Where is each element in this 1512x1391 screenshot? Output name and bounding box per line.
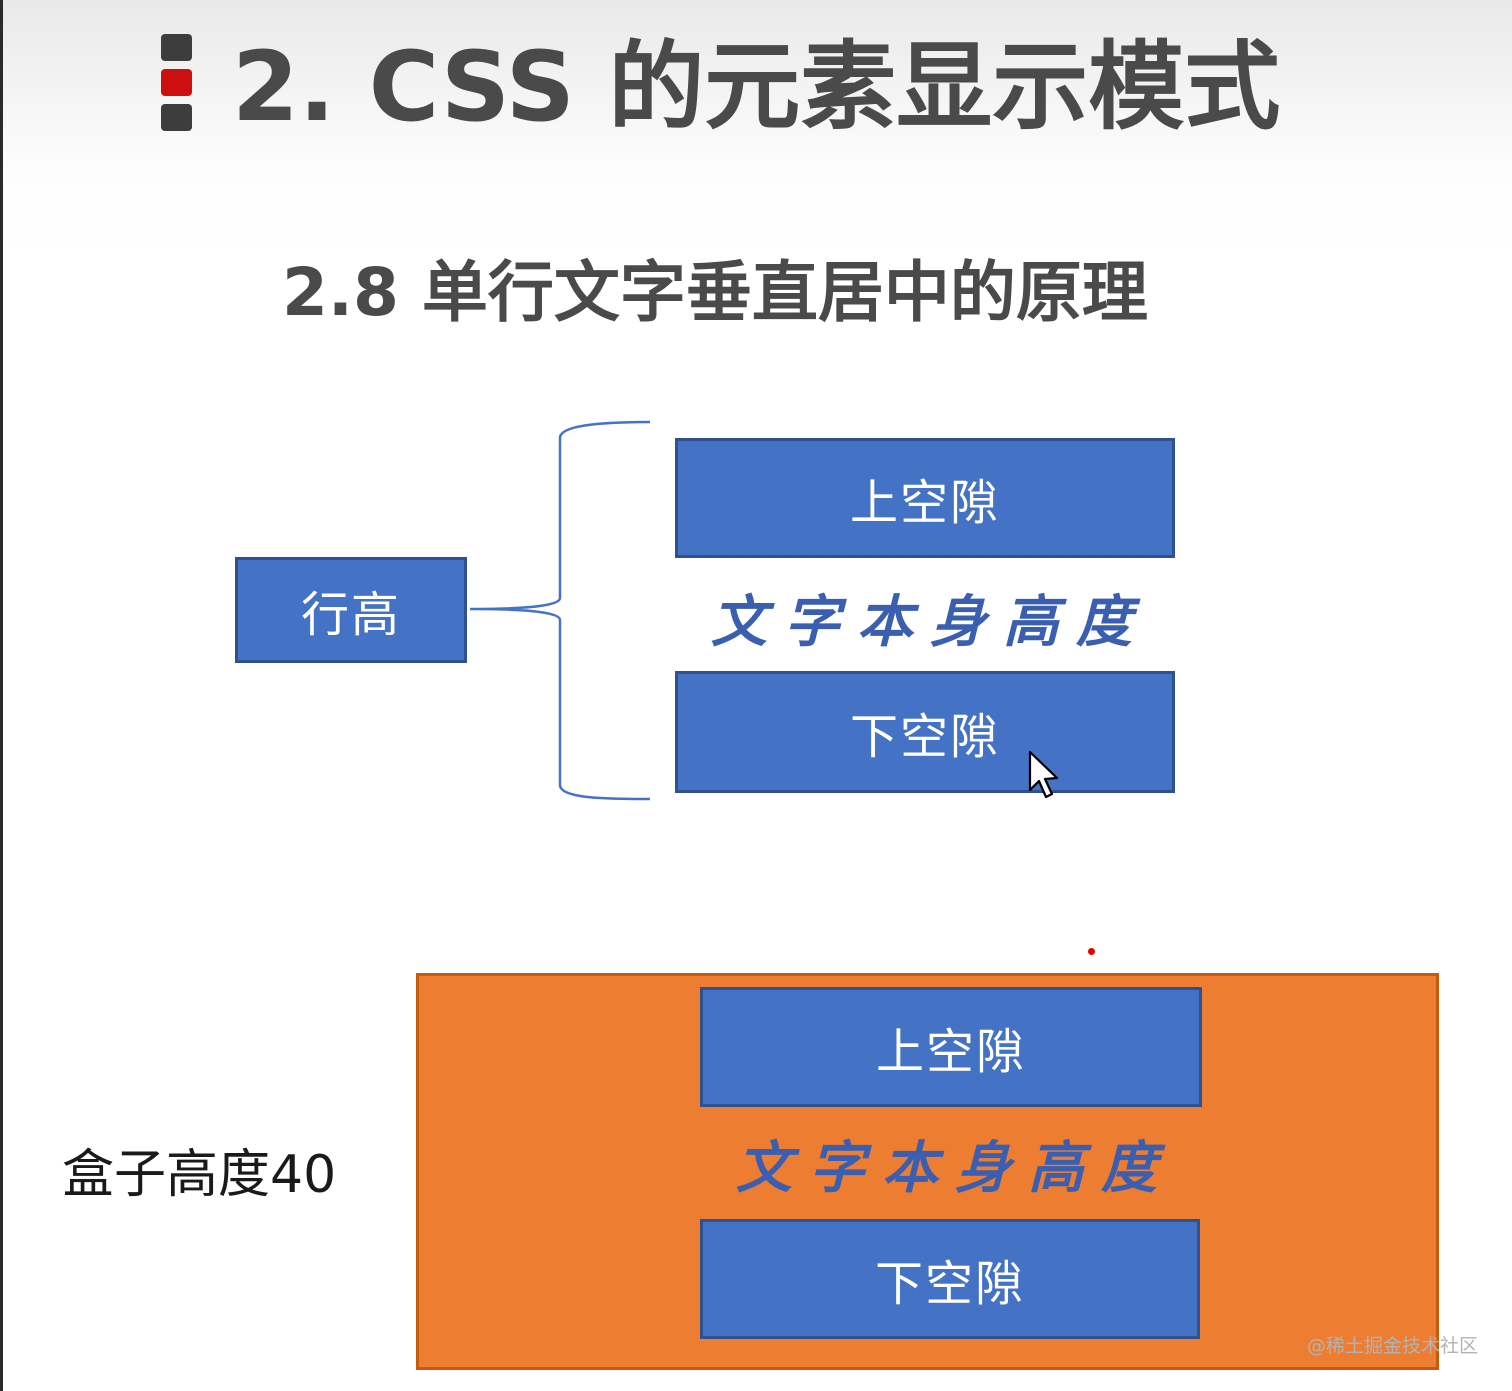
top-text-height-label: 文字本身高度 [711, 588, 1149, 655]
bottom-lower-gap-box: 下空隙 [700, 1219, 1200, 1339]
top-lower-gap-box: 下空隙 [675, 671, 1175, 793]
curly-brace [469, 420, 651, 801]
marker-bottom-segment [161, 104, 192, 131]
slide-title: 2. CSS 的元素显示模式 [232, 31, 1281, 143]
bottom-upper-gap-box: 上空隙 [700, 987, 1202, 1107]
slide-subtitle: 2.8 单行文字垂直居中的原理 [282, 254, 1148, 331]
watermark: @稀土掘金技术社区 [1306, 1335, 1478, 1357]
bottom-upper-gap-label: 上空隙 [875, 1024, 1026, 1080]
mouse-cursor-icon [1028, 750, 1059, 799]
title-marker-icon [161, 34, 192, 139]
laser-pointer-dot [1088, 948, 1095, 955]
bottom-text-height-label: 文字本身高度 [736, 1134, 1174, 1201]
top-lower-gap-label: 下空隙 [849, 709, 1000, 765]
marker-middle-segment [161, 69, 192, 96]
box-height-label: 盒子高度40 [62, 1145, 337, 1205]
top-upper-gap-box: 上空隙 [675, 438, 1175, 558]
top-upper-gap-label: 上空隙 [849, 475, 1000, 531]
line-height-box: 行高 [235, 557, 467, 663]
marker-top-segment [161, 34, 192, 61]
bottom-lower-gap-label: 下空隙 [874, 1256, 1025, 1312]
line-height-label: 行高 [300, 587, 401, 643]
left-edge-border [0, 0, 3, 1391]
